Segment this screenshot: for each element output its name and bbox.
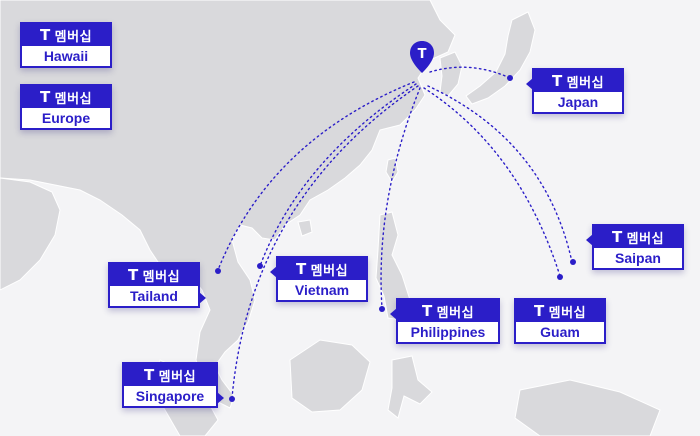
destination-label: Europe [41, 110, 91, 126]
route-vietnam [259, 83, 417, 267]
location-pin-icon: T [410, 41, 434, 73]
korea [439, 51, 463, 97]
route-japan [429, 66, 511, 79]
sulawesi [387, 355, 433, 419]
destination-label: Philippines [410, 324, 486, 340]
t-logo-icon: T [611, 228, 623, 246]
svg-text:T: T [418, 47, 427, 62]
t-logo-icon: T [127, 266, 139, 284]
destination-label: Saipan [615, 250, 661, 266]
saipan-dot [570, 259, 576, 265]
t-logo-icon: T [39, 88, 51, 106]
t-logo-icon: T [143, 366, 155, 384]
singapore-dot [229, 396, 235, 402]
route-philippines [380, 87, 421, 309]
route-saipan [427, 85, 573, 263]
t-logo-icon: T [421, 302, 433, 320]
destination-label: Singapore [135, 388, 205, 404]
destination-label: Tailand [130, 288, 178, 304]
tailand-dot [215, 268, 221, 274]
route-guam [423, 87, 561, 277]
route-singapore [231, 85, 419, 399]
t-logo-icon: T [295, 260, 307, 278]
japan-island [465, 11, 536, 105]
borneo [289, 339, 371, 413]
destination-label: Japan [557, 94, 599, 110]
philippines-dot [379, 306, 385, 312]
destination-label: Hawaii [43, 48, 89, 64]
t-logo-icon: T [533, 302, 545, 320]
japan-dot [507, 75, 513, 81]
destination-label: Vietnam [294, 282, 350, 298]
guam-dot [557, 274, 563, 280]
t-logo-icon: T [39, 26, 51, 44]
vietnam-dot [257, 263, 263, 269]
new-guinea [514, 379, 661, 436]
t-logo-icon: T [551, 72, 563, 90]
india [0, 177, 61, 291]
hainan [297, 219, 313, 237]
destination-label: Guam [540, 324, 580, 340]
asia-mainland [0, 0, 456, 409]
